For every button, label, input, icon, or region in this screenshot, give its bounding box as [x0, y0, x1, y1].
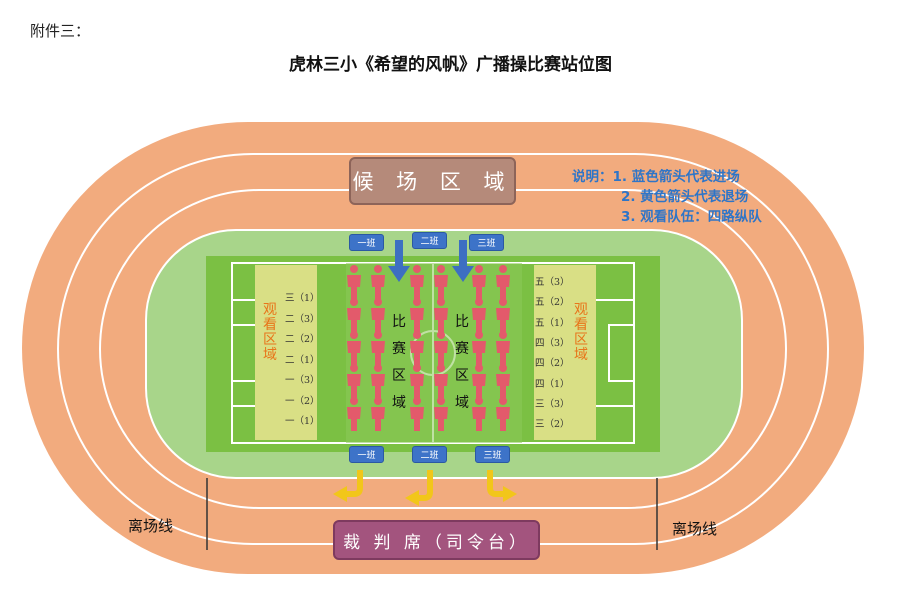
athlete-figure — [472, 265, 486, 299]
athlete-figure — [347, 298, 361, 332]
athlete-figure — [496, 265, 510, 299]
viewing-area-right — [534, 265, 596, 440]
athlete-figure — [434, 364, 448, 398]
athlete-figure — [371, 298, 385, 332]
exit-arrow — [416, 470, 433, 501]
athlete-figure — [496, 364, 510, 398]
row-label: 一（2） — [285, 395, 320, 407]
row-label: 五（3） — [535, 277, 570, 288]
athlete-figure — [496, 331, 510, 365]
athlete-figure — [472, 397, 486, 431]
athlete-figure — [472, 364, 486, 398]
judge-stand: 裁 判 席（司令台） — [333, 520, 540, 560]
row-label: 三（3） — [535, 398, 570, 410]
note-line: 说明：1. 蓝色箭头代表进场 — [572, 169, 740, 185]
row-label: 四（3） — [535, 337, 570, 349]
athlete-figure — [371, 265, 385, 299]
page-title: 虎林三小《希望的风帆》广播操比赛站位图 — [289, 55, 612, 75]
athlete-figure — [347, 265, 361, 299]
athlete-figure — [347, 397, 361, 431]
exit-arrow — [487, 470, 506, 497]
row-label: 二（1） — [285, 354, 320, 366]
athlete-figure — [434, 397, 448, 431]
leave-line-label-right: 离场线 — [672, 520, 718, 538]
class-label-bottom: 二班 — [412, 446, 447, 463]
competition-area-label-right: 比赛区域 — [455, 314, 469, 411]
row-label: 三（2） — [535, 419, 570, 431]
exit-arrow-head — [503, 486, 517, 502]
class-label-top: 二班 — [412, 232, 447, 249]
athlete-figure — [434, 265, 448, 299]
enter-arrow — [388, 240, 410, 282]
row-label: 四（1） — [535, 378, 570, 390]
athlete-figure — [371, 397, 385, 431]
note-line: 2. 黄色箭头代表退场 — [621, 189, 749, 205]
athlete-figure — [347, 331, 361, 365]
row-label: 二（2） — [285, 334, 320, 345]
waiting-area: 候 场 区 域 — [349, 157, 516, 205]
class-label-top: 一班 — [349, 234, 384, 251]
exit-arrow-head — [405, 490, 419, 506]
athlete-figure — [434, 298, 448, 332]
row-label: 五（2） — [535, 297, 570, 309]
viewing-area-label-left: 观看区域 — [263, 302, 277, 363]
class-label-bottom: 三班 — [475, 446, 510, 463]
athlete-figure — [496, 298, 510, 332]
note-line: 3. 观看队伍：四路纵队 — [621, 209, 762, 225]
exit-arrow-head — [333, 486, 347, 502]
athlete-figure — [434, 331, 448, 365]
athlete-figure — [410, 265, 424, 299]
athlete-figure — [410, 331, 424, 365]
row-label: 一（1） — [285, 416, 320, 427]
attachment-label: 附件三： — [30, 22, 91, 40]
row-label: 四（2） — [535, 358, 570, 370]
competition-area-label-left: 比赛区域 — [392, 314, 406, 411]
athlete-figure — [347, 364, 361, 398]
row-label: 一（3） — [285, 375, 320, 386]
row-label: 三（1） — [285, 293, 320, 304]
row-label: 二（3） — [285, 313, 320, 325]
athlete-figure — [496, 397, 510, 431]
athlete-grid — [347, 265, 510, 431]
athlete-figure — [472, 331, 486, 365]
athlete-figure — [472, 298, 486, 332]
class-label-bottom: 一班 — [349, 446, 384, 463]
leave-line-label-left: 离场线 — [128, 517, 174, 535]
viewing-area-label-right: 观看区域 — [574, 302, 588, 363]
athlete-figure — [410, 364, 424, 398]
viewing-area-left — [255, 265, 317, 440]
right-goal-box — [608, 324, 635, 382]
athlete-figure — [371, 331, 385, 365]
exit-arrow — [344, 470, 363, 497]
athlete-figure — [410, 397, 424, 431]
athlete-figure — [410, 298, 424, 332]
class-label-top: 三班 — [469, 234, 504, 251]
row-label: 五（1） — [535, 317, 570, 329]
enter-arrow — [452, 240, 474, 282]
athlete-figure — [371, 364, 385, 398]
